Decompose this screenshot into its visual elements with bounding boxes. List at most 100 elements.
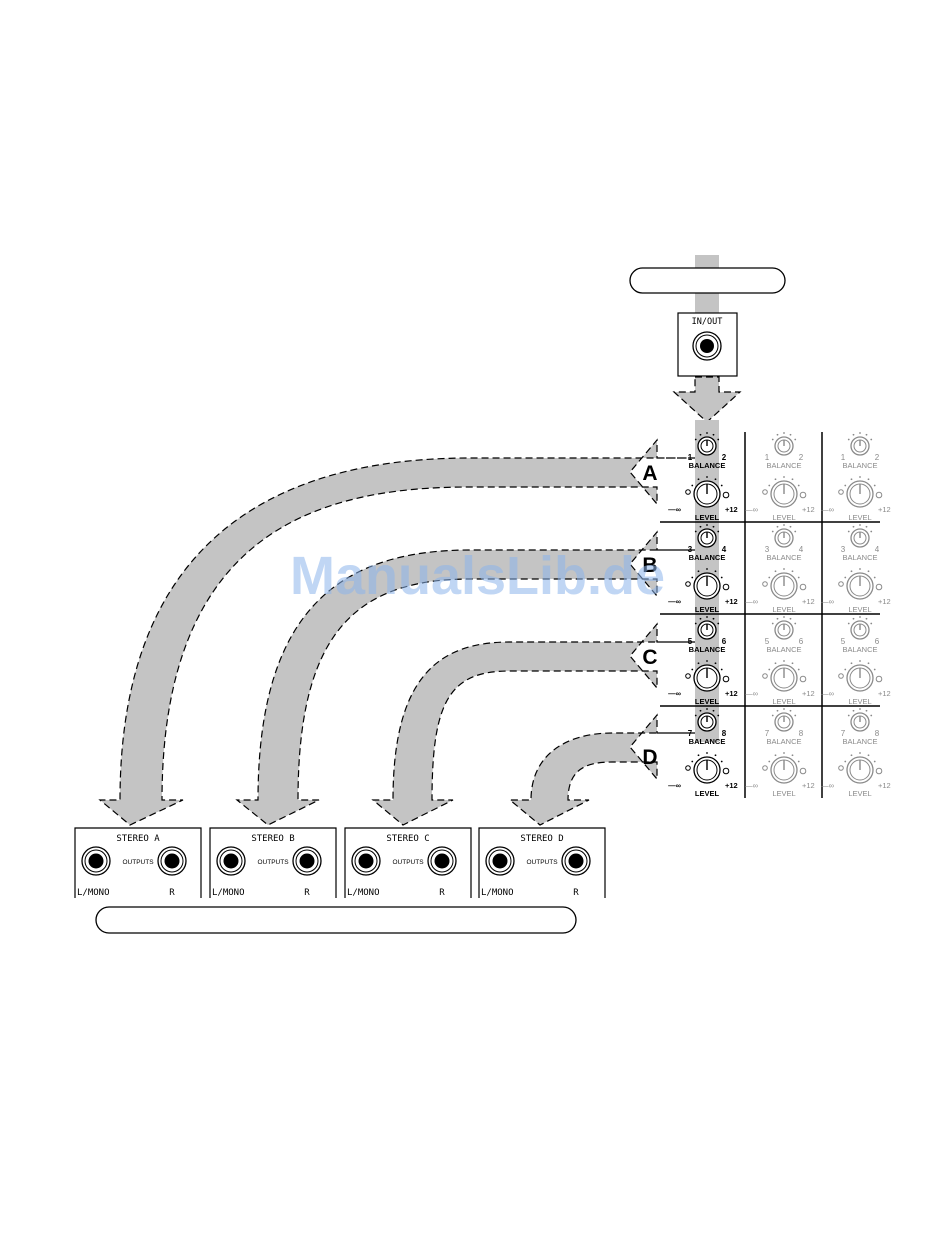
balance-left-number: 1 xyxy=(841,453,846,462)
balance-label: BALANCE xyxy=(689,737,726,746)
left-mono-label: L/MONO xyxy=(347,888,380,898)
bus-letters: A B C D xyxy=(642,462,657,769)
level-min-label: —∞ xyxy=(821,781,834,790)
level-knob-icon[interactable] xyxy=(768,568,800,600)
level-label: LEVEL xyxy=(772,605,795,614)
level-knob-icon[interactable] xyxy=(691,660,723,692)
level-max-label: +12 xyxy=(802,781,815,790)
inout-jack-box: IN/OUT xyxy=(677,312,738,377)
left-jack-icon[interactable] xyxy=(351,846,381,876)
level-max-label: +12 xyxy=(725,505,738,514)
balance-knob-icon[interactable] xyxy=(694,524,720,548)
level-min-label: —∞ xyxy=(821,505,834,514)
left-jack-icon[interactable] xyxy=(81,846,111,876)
bus-b-letter: B xyxy=(642,554,657,577)
bus-a-arrow xyxy=(98,438,695,826)
balance-label: BALANCE xyxy=(689,645,726,654)
control-matrix-grid xyxy=(660,432,880,798)
balance-right-number: 8 xyxy=(722,729,727,738)
balance-knob-icon[interactable] xyxy=(771,616,797,640)
level-knob-icon[interactable] xyxy=(844,568,876,600)
balance-left-number: 1 xyxy=(688,453,693,462)
level-knob-icon[interactable] xyxy=(691,568,723,600)
left-mono-label: L/MONO xyxy=(77,888,110,898)
balance-knob-icon[interactable] xyxy=(847,616,873,640)
balance-knob-icon[interactable] xyxy=(847,708,873,732)
output-title: STEREO A xyxy=(116,834,160,844)
level-min-label: —∞ xyxy=(745,505,758,514)
balance-knob-icon[interactable] xyxy=(694,432,720,456)
flow-arrows xyxy=(98,255,742,826)
balance-label: BALANCE xyxy=(842,737,877,746)
level-knob-icon[interactable] xyxy=(844,660,876,692)
level-label: LEVEL xyxy=(772,789,795,798)
level-min-label: —∞ xyxy=(668,505,681,514)
level-label: LEVEL xyxy=(772,513,795,522)
balance-knob-icon[interactable] xyxy=(694,708,720,732)
bus-c-letter: C xyxy=(642,646,657,669)
level-label: LEVEL xyxy=(695,789,720,798)
outputs-label: OUTPUTS xyxy=(122,859,154,866)
level-min-label: —∞ xyxy=(821,689,834,698)
level-knob-icon[interactable] xyxy=(844,476,876,508)
bottom-pill xyxy=(95,906,577,934)
right-jack-icon[interactable] xyxy=(427,846,457,876)
right-jack-icon[interactable] xyxy=(561,846,591,876)
balance-knob-icon[interactable] xyxy=(771,708,797,732)
bus-d-arrow xyxy=(508,713,695,826)
balance-left-number: 7 xyxy=(841,729,846,738)
output-title: STEREO C xyxy=(386,834,429,844)
level-max-label: +12 xyxy=(725,781,738,790)
balance-right-number: 2 xyxy=(722,453,727,462)
level-label: LEVEL xyxy=(695,605,720,614)
bus-a-letter: A xyxy=(642,462,657,485)
level-min-label: —∞ xyxy=(821,597,834,606)
balance-left-number: 5 xyxy=(765,637,770,646)
level-knob-icon[interactable] xyxy=(768,660,800,692)
level-max-label: +12 xyxy=(802,597,815,606)
balance-label: BALANCE xyxy=(842,461,877,470)
right-label: R xyxy=(439,888,445,898)
balance-knob-icon[interactable] xyxy=(847,432,873,456)
level-label: LEVEL xyxy=(848,605,871,614)
level-max-label: +12 xyxy=(725,689,738,698)
level-knob-icon[interactable] xyxy=(691,752,723,784)
level-knob-icon[interactable] xyxy=(768,476,800,508)
level-knob-icon[interactable] xyxy=(691,476,723,508)
balance-knob-icon[interactable] xyxy=(694,616,720,640)
left-jack-icon[interactable] xyxy=(485,846,515,876)
balance-label: BALANCE xyxy=(766,737,801,746)
balance-knob-icon[interactable] xyxy=(771,432,797,456)
level-max-label: +12 xyxy=(878,781,891,790)
level-max-label: +12 xyxy=(878,505,891,514)
balance-right-number: 6 xyxy=(722,637,727,646)
left-mono-label: L/MONO xyxy=(481,888,514,898)
balance-right-number: 2 xyxy=(875,453,880,462)
jack-down-arrow xyxy=(672,376,742,423)
level-label: LEVEL xyxy=(848,789,871,798)
balance-right-number: 4 xyxy=(799,545,804,554)
balance-knob-icon[interactable] xyxy=(847,524,873,548)
balance-label: BALANCE xyxy=(766,553,801,562)
right-jack-icon[interactable] xyxy=(292,846,322,876)
top-pill xyxy=(629,267,786,294)
level-knob-icon[interactable] xyxy=(844,752,876,784)
balance-knob-icon[interactable] xyxy=(771,524,797,548)
level-min-label: —∞ xyxy=(745,597,758,606)
left-jack-icon[interactable] xyxy=(216,846,246,876)
right-jack-icon[interactable] xyxy=(157,846,187,876)
balance-label: BALANCE xyxy=(766,461,801,470)
level-knob-icon[interactable] xyxy=(768,752,800,784)
level-min-label: —∞ xyxy=(668,597,681,606)
